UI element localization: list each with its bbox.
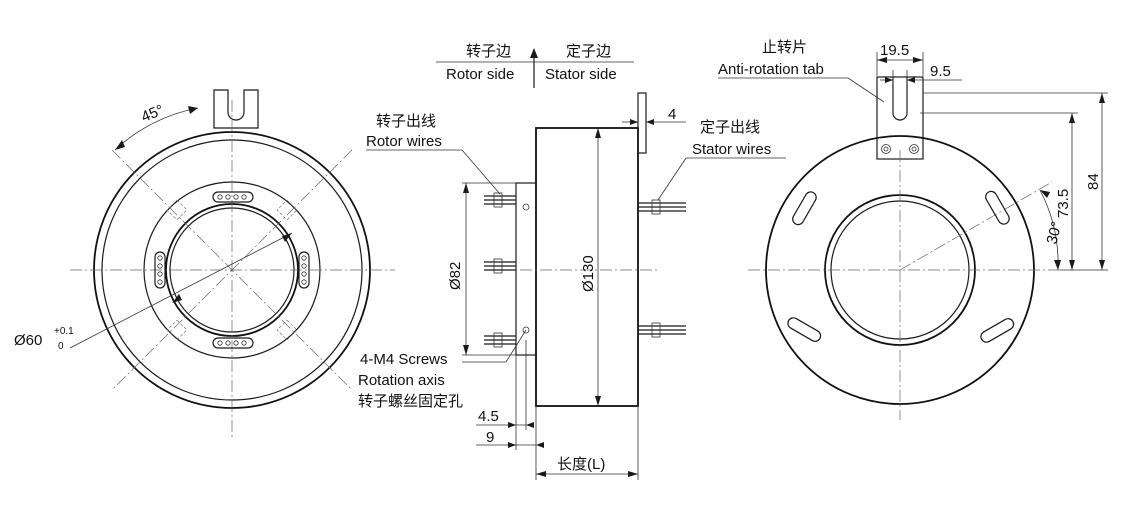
offset-4-5-label: 4.5 [478,408,499,425]
tab-width-label: 19.5 [880,42,909,59]
stator-slot-ul [792,191,817,226]
rotation-axis-label: Rotation axis [358,372,445,389]
stator-slot-ll [787,317,822,342]
rotor-side-cn: 转子边 [466,43,511,60]
length-label: 长度(L) [557,456,605,473]
anti-rotation-en: Anti-rotation tab [718,61,824,78]
angle-30-label: 30° [1043,220,1065,246]
bore-tol-upper: +0.1 [54,326,74,337]
wire-slot-right [298,251,310,289]
rotor-side-en: Rotor side [446,66,514,83]
bore-diameter-label: Ø60 [14,332,42,349]
rotor-wires-en: Rotor wires [366,133,442,150]
stator-face-view: 止转片 Anti-rotation tab 19.5 9.5 84 73.5 [718,39,1108,420]
offset-9-label: 9 [486,429,494,446]
rotor-face-view: 45° Ø60 +0.1 0 [14,89,395,440]
wire-slot-left [154,251,166,289]
radius-73-5-label: 73.5 [1055,189,1072,218]
rotor-wires [484,192,516,348]
screws-label: 4-M4 Screws [360,351,448,368]
height-84-label: 84 [1085,173,1102,190]
rotor-wires-cn: 转子出线 [376,113,436,130]
d82-label: Ø82 [447,262,464,290]
stator-wires-cn: 定子出线 [700,119,760,136]
side-view: 转子边 Rotor side 定子边 Stator side [358,43,786,480]
screw-holes-cn: 转子螺丝固定孔 [358,393,463,410]
wire-slot-bottom [212,337,254,349]
screw-holes [166,199,298,341]
stator-side-en: Stator side [545,66,617,83]
anti-rotation-cn: 止转片 [762,39,807,56]
stator-slot-ur [985,190,1010,225]
wire-slot-top [212,191,254,203]
d130-label: Ø130 [580,255,597,292]
tab-slot-label: 9.5 [930,63,951,80]
stator-wires-en: Stator wires [692,141,771,158]
angle-45-label: 45° [139,102,166,126]
stator-slot-lr [980,318,1015,343]
stator-side-cn: 定子边 [566,43,611,60]
bore-tol-lower: 0 [58,341,64,352]
tab-thickness-label: 4 [668,106,676,123]
stator-wires [638,199,686,338]
